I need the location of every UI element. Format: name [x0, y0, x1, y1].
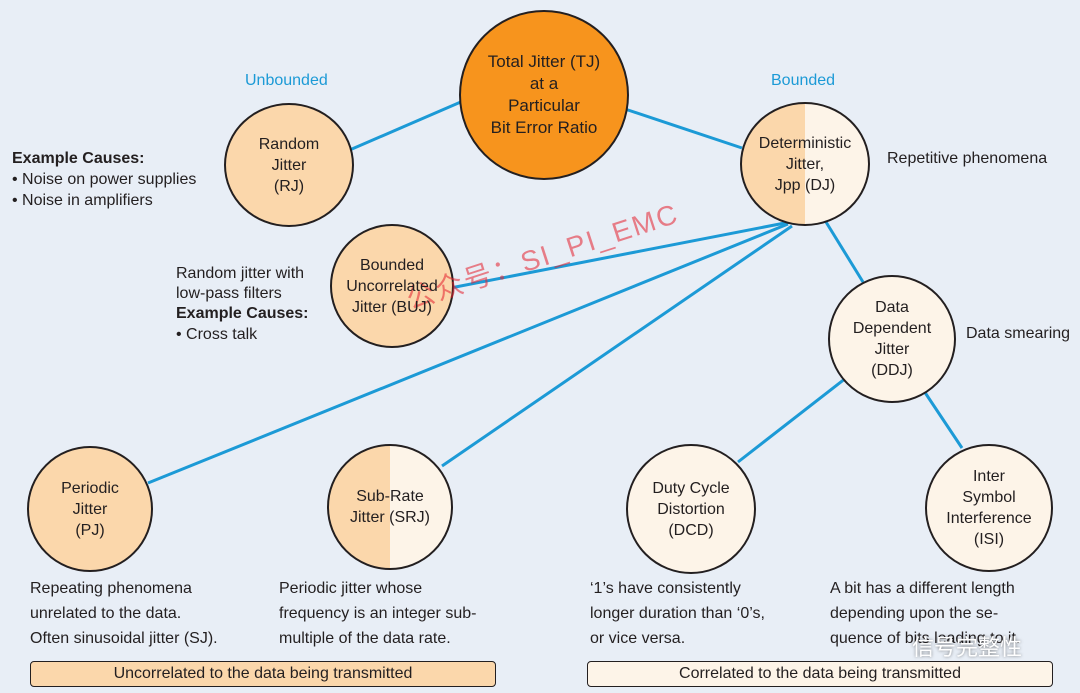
srj-description-line: multiple of the data rate. [279, 630, 451, 647]
node-dcd-label: Duty Cycle Distortion (DCD) [652, 479, 730, 539]
band-correlated-label: Correlated to the data being transmitted [679, 665, 961, 682]
isi-description: A bit has a different length depending u… [830, 576, 1020, 651]
node-buj-label: Bounded Uncorrelated Jitter (BUJ) [346, 256, 438, 316]
srj-description-line: Periodic jitter whose [279, 580, 423, 597]
node-isi-label: Inter Symbol Interference (ISI) [946, 468, 1032, 548]
isi-description-line: quence of bits leading to it. [830, 630, 1021, 647]
srj-description: Periodic jitter whose frequency is an in… [279, 576, 476, 651]
node-total-jitter: Total Jitter (TJ) at a Particular Bit Er… [459, 10, 629, 180]
link-dj-ddj [824, 221, 865, 283]
node-deterministic-jitter-label: Deterministic Jitter, Jpp (DJ) [758, 134, 852, 194]
dcd-description-line: longer duration than ‘0’s, [590, 605, 765, 622]
buj-causes-heading: Example Causes: [176, 305, 309, 322]
band-correlated: Correlated to the data being transmitted [587, 661, 1053, 687]
dcd-description: ‘1’s have consistently longer duration t… [590, 576, 765, 651]
link-dj-srj [441, 224, 793, 468]
dcd-description-line: or vice versa. [590, 630, 686, 647]
band-uncorrelated: Uncorrelated to the data being transmitt… [30, 661, 496, 687]
node-random-jitter-label: Random Jitter (RJ) [258, 135, 320, 195]
node-pj-label: Periodic Jitter (PJ) [61, 479, 119, 539]
link-ddj-isi [920, 387, 964, 449]
isi-description-line: A bit has a different length [830, 580, 1015, 597]
node-duty-cycle-distortion: Duty Cycle Distortion (DCD) [626, 444, 756, 574]
isi-description-line: depending upon the se- [830, 605, 999, 622]
node-bounded-uncorrelated-jitter: Bounded Uncorrelated Jitter (BUJ) [330, 224, 454, 348]
node-sub-rate-jitter: Sub-Rate Jitter (SRJ) [327, 444, 453, 570]
link-dj-buj [439, 220, 791, 292]
band-uncorrelated-label: Uncorrelated to the data being transmitt… [113, 665, 413, 682]
node-periodic-jitter: Periodic Jitter (PJ) [27, 446, 153, 572]
rj-causes-heading: Example Causes: [12, 150, 145, 167]
buj-note-line: Random jitter with [176, 265, 305, 282]
node-random-jitter: Random Jitter (RJ) [224, 103, 354, 227]
node-inter-symbol-interference: Inter Symbol Interference (ISI) [925, 444, 1053, 572]
buj-notes: Random jitter with low-pass filters Exam… [176, 264, 309, 345]
node-ddj-label: Data Dependent Jitter (DDJ) [852, 299, 932, 379]
buj-note-line: low-pass filters [176, 285, 282, 302]
link-ddj-dcd [737, 376, 847, 464]
link-dj-pj [147, 222, 789, 485]
pj-description-line: Often sinusoidal jitter (SJ). [30, 630, 218, 647]
srj-description-line: frequency is an integer sub- [279, 605, 477, 622]
node-deterministic-jitter: Deterministic Jitter, Jpp (DJ) [740, 102, 870, 226]
dcd-description-line: ‘1’s have consistently [590, 580, 741, 597]
rj-cause-item: Noise in amplifiers [12, 190, 196, 211]
unbounded-label: Unbounded [245, 72, 328, 89]
pj-description-line: unrelated to the data. [30, 605, 182, 622]
node-data-dependent-jitter: Data Dependent Jitter (DDJ) [828, 275, 956, 403]
dj-note: Repetitive phenomena [887, 150, 1048, 167]
rj-cause-item: Noise on power supplies [12, 169, 196, 190]
bounded-label: Bounded [771, 72, 836, 89]
buj-cause-item: Cross talk [176, 324, 309, 345]
rj-causes: Example Causes: Noise on power supplies … [12, 148, 196, 211]
link-tj-dj [621, 106, 743, 150]
pj-description: Repeating phenomena unrelated to the dat… [30, 576, 218, 651]
wechat-label: 信号完整性 [912, 635, 1023, 660]
node-total-jitter-label: Total Jitter (TJ) at a Particular Bit Er… [487, 52, 601, 137]
ddj-note: Data smearing [966, 325, 1071, 342]
pj-description-line: Repeating phenomena [30, 580, 192, 597]
node-srj-label: Sub-Rate Jitter (SRJ) [350, 488, 430, 526]
